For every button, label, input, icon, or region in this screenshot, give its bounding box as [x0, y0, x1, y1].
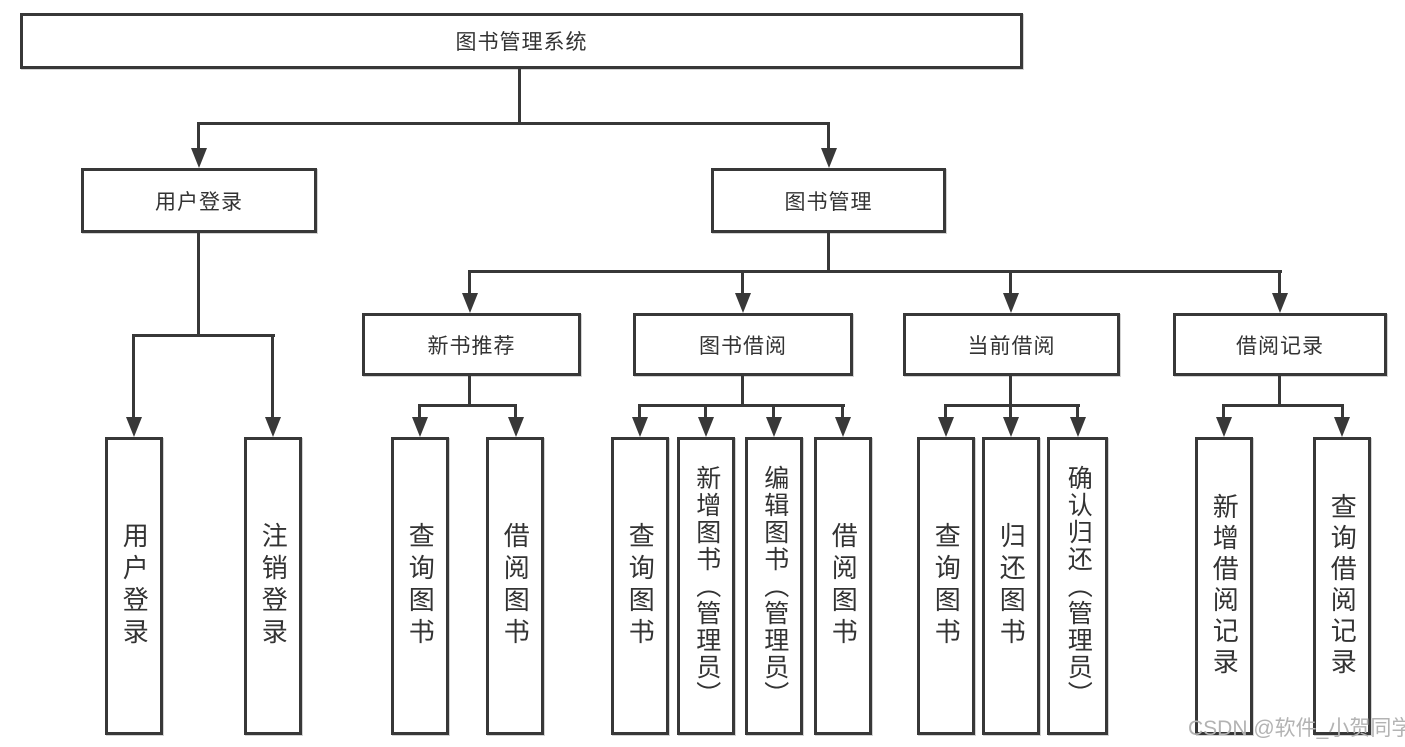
- edge-line: [197, 233, 200, 337]
- node-borrow-books-borrowing: 借阅图书: [814, 437, 872, 735]
- edge-line: [132, 334, 135, 420]
- edge-line: [772, 404, 775, 420]
- arrowhead: [632, 417, 648, 437]
- arrowhead: [191, 148, 207, 168]
- arrowhead: [698, 417, 714, 437]
- edge-line: [827, 122, 830, 152]
- edge-line: [944, 404, 1080, 407]
- node-query-books-current: 查询图书: [917, 437, 975, 735]
- arrowhead: [508, 417, 524, 437]
- edge-line: [418, 404, 517, 407]
- arrowhead: [766, 417, 782, 437]
- node-query-borrow-record: 查询借阅记录: [1313, 437, 1371, 735]
- node-edit-books-admin: 编辑图书（管理员）: [745, 437, 803, 735]
- edge-line: [514, 404, 517, 420]
- edge-line: [518, 69, 521, 122]
- node-book-management: 图书管理: [711, 168, 946, 233]
- edge-line: [1009, 404, 1012, 420]
- edge-line: [741, 270, 744, 296]
- arrowhead: [1216, 417, 1232, 437]
- arrowhead: [412, 417, 428, 437]
- node-logout: 注销登录: [244, 437, 302, 735]
- node-new-book-recommendation: 新书推荐: [362, 313, 581, 376]
- arrowhead: [1003, 293, 1019, 313]
- node-user-login: 用户登录: [81, 168, 317, 233]
- arrowhead: [1003, 417, 1019, 437]
- edge-line: [197, 122, 200, 152]
- arrowhead: [265, 417, 281, 437]
- watermark-text: CSDN @软件_小贺同学: [1188, 717, 1405, 740]
- edge-line: [468, 270, 471, 296]
- edge-line: [1278, 270, 1281, 296]
- node-add-books-admin: 新增图书（管理员）: [677, 437, 735, 735]
- arrowhead: [821, 148, 837, 168]
- node-return-books: 归还图书: [982, 437, 1040, 735]
- edge-line: [132, 334, 275, 337]
- edge-line: [741, 376, 744, 407]
- node-add-borrow-record: 新增借阅记录: [1195, 437, 1253, 735]
- arrowhead: [938, 417, 954, 437]
- edge-line: [1278, 376, 1281, 407]
- node-user-login-leaf: 用户登录: [105, 437, 163, 735]
- arrowhead: [1334, 417, 1350, 437]
- edge-line: [827, 233, 830, 272]
- node-library-management-system: 图书管理系统: [20, 13, 1023, 69]
- edge-line: [1009, 270, 1012, 296]
- node-query-books-recommend: 查询图书: [391, 437, 449, 735]
- edge-line: [1076, 404, 1079, 420]
- node-book-borrowing: 图书借阅: [633, 313, 853, 376]
- node-current-borrowing: 当前借阅: [903, 313, 1120, 376]
- edge-line: [638, 404, 845, 407]
- arrowhead: [126, 417, 142, 437]
- edge-line: [1222, 404, 1344, 407]
- edge-line: [704, 404, 707, 420]
- edge-line: [1341, 404, 1344, 420]
- edge-line: [841, 404, 844, 420]
- edge-line: [638, 404, 641, 420]
- edge-line: [197, 122, 830, 125]
- arrowhead: [1070, 417, 1086, 437]
- edge-line: [1009, 376, 1012, 407]
- arrowhead: [462, 293, 478, 313]
- edge-line: [468, 270, 1282, 273]
- edge-line: [418, 404, 421, 420]
- node-confirm-return-admin: 确认归还（管理员）: [1047, 437, 1108, 735]
- arrowhead: [835, 417, 851, 437]
- node-borrow-books-recommend: 借阅图书: [486, 437, 544, 735]
- node-query-books-borrowing: 查询图书: [611, 437, 669, 735]
- edge-line: [944, 404, 947, 420]
- edge-line: [1222, 404, 1225, 420]
- edge-line: [271, 334, 274, 420]
- arrowhead: [735, 293, 751, 313]
- edge-line: [468, 376, 471, 407]
- arrowhead: [1272, 293, 1288, 313]
- node-borrowing-records: 借阅记录: [1173, 313, 1387, 376]
